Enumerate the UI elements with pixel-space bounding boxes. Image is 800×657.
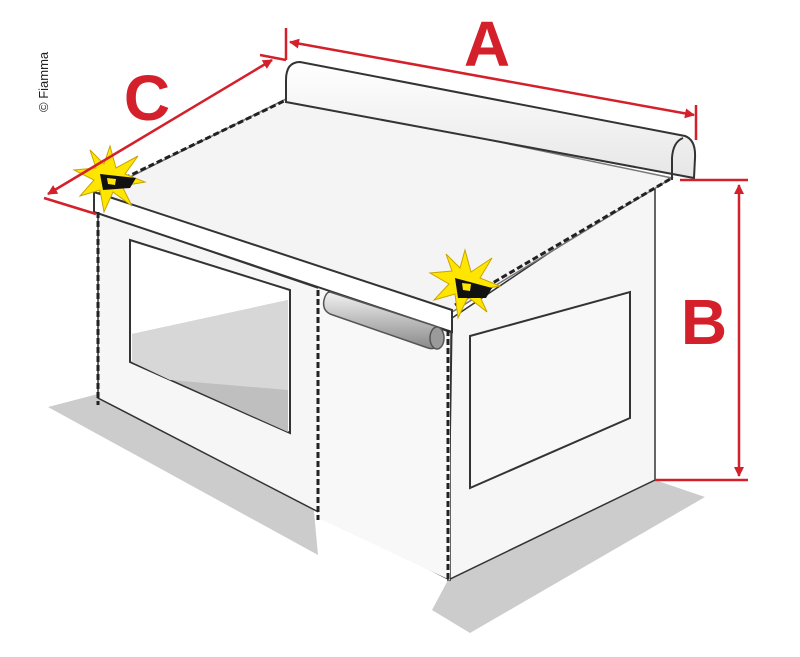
- door-panel: [318, 286, 450, 580]
- dimension-label-c: C: [124, 62, 170, 134]
- dimension-label-a: A: [464, 8, 510, 80]
- ground-shadows: [48, 394, 705, 633]
- led-light-bar: [322, 291, 445, 350]
- copyright-notice: © Fiamma: [36, 51, 51, 112]
- fixing-point-right-icon: [428, 248, 502, 320]
- dimension-lines: [43, 28, 748, 482]
- front-window-reflection-top: [132, 300, 288, 390]
- right-wall-window: [469, 290, 631, 490]
- dimension-c-tick-bottom: [43, 196, 97, 216]
- front-valance: [93, 190, 453, 334]
- dimension-c-tick-top: [259, 53, 287, 62]
- dimension-a-line: [289, 38, 695, 119]
- ground-shadow-left: [48, 394, 318, 555]
- ground-shadow-front: [432, 445, 705, 633]
- dimension-c-line: [47, 58, 273, 196]
- dimension-label-b: B: [681, 286, 727, 358]
